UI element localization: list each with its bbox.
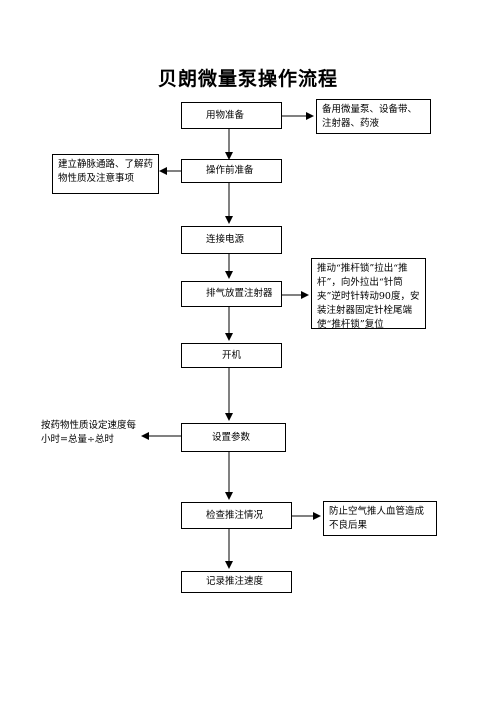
step-preparation-label: 操作前准备 [206, 165, 254, 176]
step-connect-power: 连接电源 [181, 226, 282, 254]
step-record-rate: 记录推注速度 [181, 571, 292, 593]
note-syringe-install: 推动“推杆锁”拉出“推杆”，向外拉出“针筒夹”逆时针转动90度，安装注射器固定针… [311, 258, 426, 330]
note-rate-setting: 按药物性质设定速度每小时=总量÷总时 [36, 416, 141, 450]
step-check-infusion: 检查推注情况 [181, 502, 292, 529]
step-purge-install-syringe: 排气放置注射器 [181, 281, 282, 307]
note-preparation: 建立静脉通路、了解药物性质及注意事项 [52, 154, 159, 194]
step-record-rate-label: 记录推注速度 [206, 576, 264, 587]
step-power-on-label: 开机 [222, 349, 242, 361]
note-supplies: 备用微量泵、设备带、注射器、药液 [316, 99, 431, 134]
step-power-on: 开机 [181, 343, 282, 368]
step-purge-install-syringe-label: 排气放置注射器 [206, 288, 273, 299]
step-supplies: 用物准备 [181, 102, 282, 129]
page-title: 贝朗微量泵操作流程 [157, 68, 338, 90]
step-set-parameters-label: 设置参数 [212, 431, 251, 443]
step-preparation: 操作前准备 [181, 159, 282, 183]
step-supplies-label: 用物准备 [206, 109, 245, 121]
step-connect-power-label: 连接电源 [206, 234, 245, 245]
note-check-air: 防止空气推人血管造成不良后果 [323, 501, 437, 536]
step-set-parameters: 设置参数 [181, 423, 286, 452]
step-check-infusion-label: 检查推注情况 [206, 509, 264, 521]
